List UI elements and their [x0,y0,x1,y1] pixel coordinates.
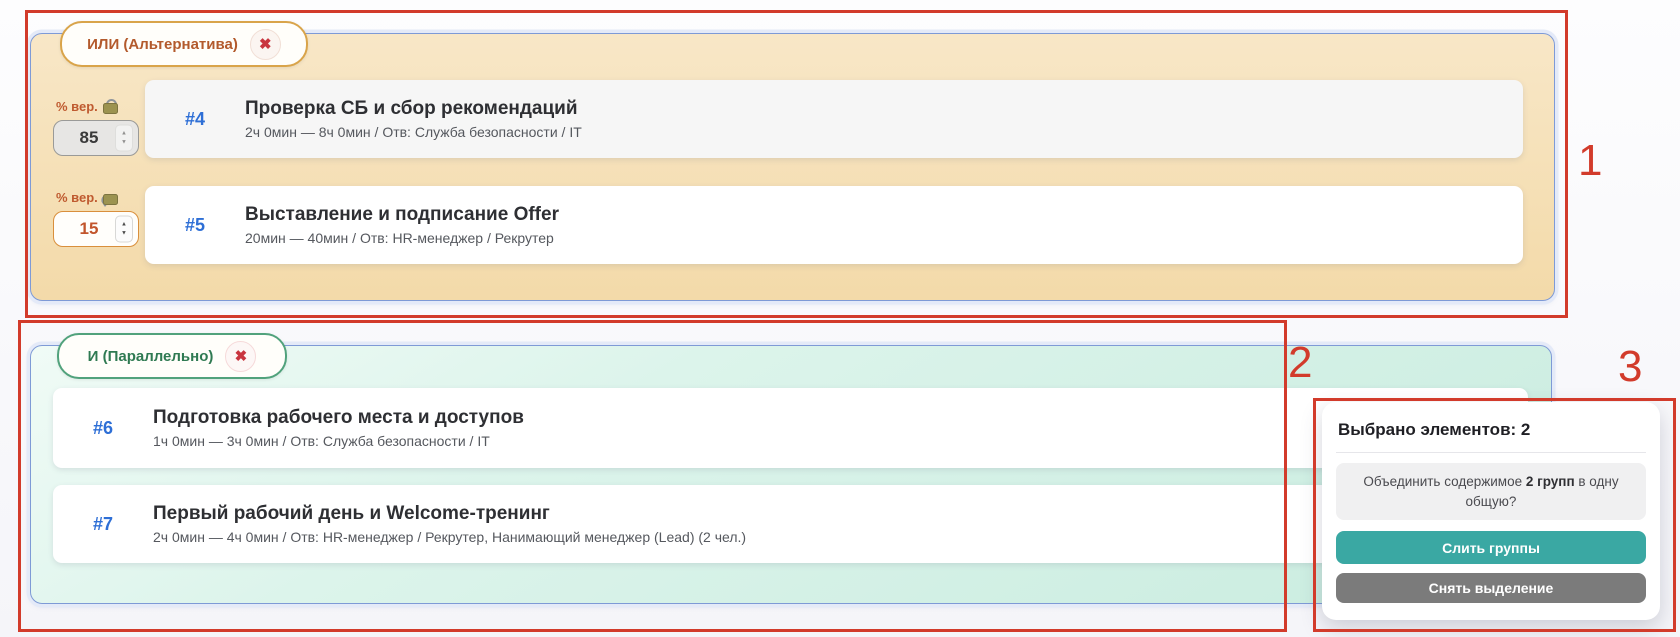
selection-popup: Выбрано элементов: 2 Объединить содержим… [1322,402,1660,620]
group-or-badge[interactable]: ИЛИ (Альтернатива) ✖ [60,21,308,67]
task-id: #7 [92,513,114,534]
stepper-down-icon[interactable]: ▼ [121,230,127,236]
task-title: Выставление и подписание Offer [245,204,559,225]
task-meta: 20мин — 40мин / Отв: HR-менеджер / Рекру… [245,230,554,246]
task-id: #4 [184,108,206,129]
selection-count-title: Выбрано элементов: 2 [1338,420,1531,439]
lock-closed-icon [102,99,118,114]
group-or-close-button[interactable]: ✖ [249,28,281,60]
task-id: #6 [92,417,114,438]
task-card-7[interactable]: #7 Первый рабочий день и Welcome-тренинг… [53,485,1528,563]
close-icon: ✖ [259,35,272,53]
task-title: Проверка СБ и сбор рекомендаций [245,98,578,119]
probability-label: % вер. [56,190,98,205]
stepper-down-icon[interactable]: ▼ [121,139,127,145]
stepper-icon[interactable]: ▲ ▼ [115,215,133,243]
task-title: Первый рабочий день и Welcome-тренинг [153,503,550,524]
merge-question: Объединить содержимое 2 групп в одну общ… [1336,463,1646,521]
clear-selection-button[interactable]: Снять выделение [1336,573,1646,604]
stepper-up-icon[interactable]: ▲ [121,130,127,137]
popup-divider [1336,452,1646,453]
probability-label-row-4: % вер. [56,99,118,114]
stepper-icon[interactable]: ▲ ▼ [115,124,133,152]
task-card-6[interactable]: #6 Подготовка рабочего места и доступов … [53,388,1528,468]
group-or-badge-label: ИЛИ (Альтернатива) [87,35,238,53]
annotation-number-1: 1 [1578,136,1603,185]
task-card-5[interactable]: #5 Выставление и подписание Offer 20мин … [145,186,1523,264]
group-and-badge-label: И (Параллельно) [87,347,214,365]
lock-open-icon [99,190,118,207]
task-id: #5 [184,214,206,235]
group-and-close-button[interactable]: ✖ [225,340,257,372]
group-and-badge[interactable]: И (Параллельно) ✖ [57,333,287,379]
probability-input-4[interactable]: ▲ ▼ [53,120,139,156]
task-meta: 2ч 0мин — 4ч 0мин / Отв: HR-менеджер / Р… [153,529,747,545]
merge-question-suffix: в одну общую? [1465,474,1619,509]
probability-label: % вер. [56,99,98,114]
stepper-up-icon[interactable]: ▲ [121,221,127,228]
merge-groups-button[interactable]: Слить группы [1336,531,1646,565]
task-title: Подготовка рабочего места и доступов [153,407,524,428]
annotation-number-3: 3 [1618,342,1643,391]
task-meta: 1ч 0мин — 3ч 0мин / Отв: Служба безопасн… [153,433,490,449]
merge-question-prefix: Объединить содержимое [1363,474,1526,489]
task-meta: 2ч 0мин — 8ч 0мин / Отв: Служба безопасн… [245,124,582,140]
close-icon: ✖ [234,347,248,365]
merge-question-bold: 2 групп [1525,474,1575,489]
task-card-4[interactable]: #4 Проверка СБ и сбор рекомендаций 2ч 0м… [145,80,1523,158]
probability-label-row-5: % вер. [56,190,118,207]
probability-input-5[interactable]: ▲ ▼ [53,211,139,247]
